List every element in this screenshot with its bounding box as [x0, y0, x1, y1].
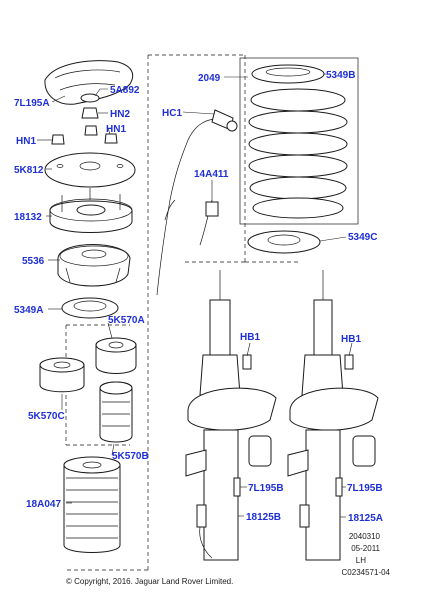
strut-assembly-right: [287, 270, 379, 561]
dust-boot-part: [63, 456, 121, 553]
strut-assembly-left: [185, 270, 277, 561]
strut-top-mount-part: [49, 188, 133, 233]
callout-18a047: 18A047: [26, 499, 61, 510]
callout-18125a: 18125A: [348, 513, 383, 524]
group-boundary-left: [66, 54, 245, 571]
callout-7l195a: 7L195A: [14, 98, 50, 109]
bump-stop-alt-part: [39, 357, 85, 393]
sensor-harness-part: [156, 109, 238, 296]
spring-seat-upper-part: [61, 297, 119, 319]
spring-insulator-part: [57, 244, 131, 287]
callout-5349a: 5349A: [14, 305, 43, 316]
nut-hn1-right: [104, 133, 118, 144]
callout-7l195b-left: 7L195B: [248, 483, 284, 494]
callout-5k812: 5K812: [14, 165, 44, 176]
callout-hn1-left: HN1: [16, 136, 36, 147]
nut-hn2: [81, 107, 99, 119]
callout-5k570b: 5K570B: [112, 451, 149, 462]
callout-hn2: HN2: [110, 109, 130, 120]
callout-5349b: 5349B: [326, 70, 355, 81]
callout-7l195b-right: 7L195B: [347, 483, 383, 494]
bump-stop-lower-part: [99, 381, 133, 443]
callout-5a892: 5A892: [110, 85, 140, 96]
top-cover-part: [44, 60, 134, 105]
callout-hc1: HC1: [162, 108, 182, 119]
callout-2049: 2049: [198, 73, 221, 84]
nut-hn1-left: [51, 134, 65, 145]
group-boundary-right: [185, 55, 300, 263]
callout-5536: 5536: [22, 256, 45, 267]
callout-5k570c: 5K570C: [28, 411, 65, 422]
spring-seat-lower-part: [247, 230, 321, 254]
callout-5349c: 5349C: [348, 232, 377, 243]
callout-14a411: 14A411: [194, 169, 229, 180]
callout-18125b: 18125B: [246, 512, 281, 523]
coil-spring-part: [239, 57, 359, 225]
mount-plate-part: [44, 152, 136, 188]
doc-ref-side: LH: [356, 556, 366, 565]
copyright-notice: © Copyright, 2016. Jaguar Land Rover Lim…: [66, 577, 233, 586]
callout-hb1-left: HB1: [240, 332, 260, 343]
callout-5k570a: 5K570A: [108, 315, 145, 326]
callout-18132: 18132: [14, 212, 42, 223]
doc-ref-code: 2040310: [349, 532, 381, 541]
bump-stop-upper-part: [95, 337, 137, 374]
callout-hb1-right: HB1: [341, 334, 361, 345]
nut-hn1-center: [84, 125, 98, 136]
callout-hn1-right: HN1: [106, 124, 126, 135]
doc-ref-date: 05-2011: [351, 544, 380, 553]
doc-ref-figure: C0234571-04: [342, 568, 391, 577]
leader-lines: [37, 73, 353, 518]
